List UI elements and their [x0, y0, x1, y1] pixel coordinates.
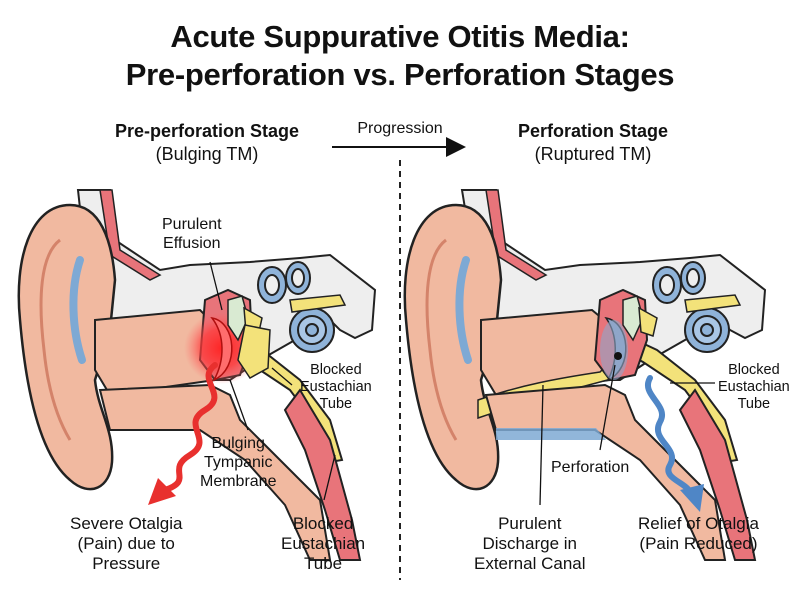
label-line: Bulging — [211, 435, 265, 452]
label-line: Membrane — [200, 473, 277, 490]
label-line: Tube — [319, 396, 353, 412]
purulent-discharge-label: Purulent Discharge in External Canal — [474, 514, 586, 574]
perforation-label: Perforation — [551, 458, 629, 477]
label-line: External Canal — [474, 554, 586, 573]
title-line-2: Pre-perforation vs. Perforation Stages — [125, 57, 675, 92]
pain-arrow — [162, 362, 218, 493]
label-line: Pressure — [92, 554, 161, 573]
left-stage-heading: Pre-perforation Stage (Bulging TM) — [77, 120, 337, 166]
right-stage-subtitle: (Ruptured TM) — [534, 144, 652, 164]
left-ear — [17, 189, 377, 561]
right-ear — [403, 189, 767, 561]
bulging-tm-label: Bulging Tympanic Membrane — [200, 434, 276, 491]
left-blocked-eustachian-bottom-label: Blocked Eustachian Tube — [281, 514, 365, 574]
page-title: Acute Suppurative Otitis Media: Pre-perf… — [0, 18, 800, 94]
label-line: Eustachian — [300, 379, 372, 395]
label-line: Relief of Otalgia — [638, 514, 759, 533]
left-stage-title: Pre-perforation Stage — [114, 121, 300, 141]
right-blocked-eustachian-label: Blocked Eustachian Tube — [718, 362, 790, 413]
label-line: Perforation — [551, 459, 630, 476]
label-line: Effusion — [163, 235, 221, 252]
progression-label: Progression — [357, 120, 443, 137]
left-stage-subtitle: (Bulging TM) — [155, 144, 259, 164]
severe-otalgia-label: Severe Otalgia (Pain) due to Pressure — [70, 514, 182, 574]
purulent-effusion-label: Purulent Effusion — [162, 215, 222, 253]
label-line: Discharge in — [482, 534, 578, 553]
label-line: Tube — [737, 396, 771, 412]
relief-otalgia-label: Relief of Otalgia (Pain Reduced) — [638, 514, 759, 554]
perforation-hole — [614, 352, 622, 360]
label-line: Blocked — [728, 362, 780, 378]
label-line: Tube — [304, 554, 343, 573]
label-line: Blocked — [292, 514, 354, 533]
right-stage-title: Perforation Stage — [517, 121, 669, 141]
label-line: Purulent — [498, 514, 562, 533]
label-line: Blocked — [310, 362, 362, 378]
right-stage-heading: Perforation Stage (Ruptured TM) — [463, 120, 723, 166]
title-line-1: Acute Suppurative Otitis Media: — [170, 19, 630, 54]
left-blocked-eustachian-label: Blocked Eustachian Tube — [300, 362, 372, 413]
label-line: Severe Otalgia — [70, 514, 183, 533]
label-line: Tympanic — [204, 454, 273, 471]
label-line: Eustachian — [718, 379, 790, 395]
label-line: Eustachian — [281, 534, 366, 553]
label-line: (Pain) due to — [77, 534, 175, 553]
label-line: (Pain Reduced) — [639, 534, 758, 553]
relief-arrow — [645, 375, 693, 495]
label-line: Purulent — [162, 216, 222, 233]
